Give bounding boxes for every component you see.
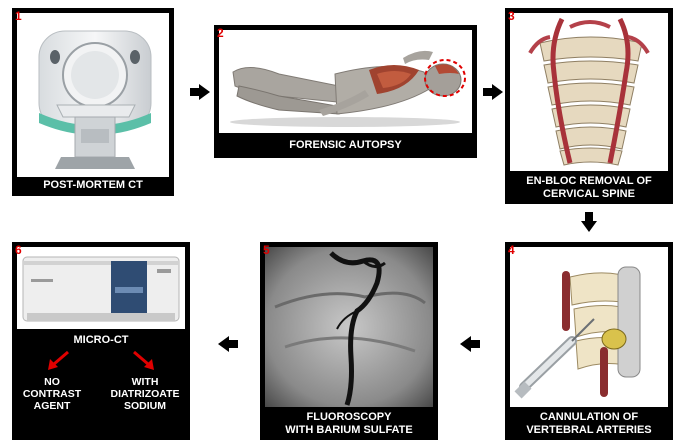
cannulation-image xyxy=(510,247,668,407)
caption-line: FORENSIC AUTOPSY xyxy=(289,139,402,151)
panel-number: 1 xyxy=(15,9,22,23)
panel-3-en-bloc-removal: 3 EN-BLOC REMOVAL OF CERVICAL SPINE xyxy=(505,8,673,204)
panel-number: 3 xyxy=(508,9,515,23)
micro-ct-scanner-image xyxy=(17,247,185,329)
panel-number: 6 xyxy=(15,243,22,257)
option-diatrizoate: WITH DIATRIZOATE SODIUM xyxy=(104,376,186,412)
arrow-left-icon xyxy=(218,336,238,352)
arrow-right-icon xyxy=(483,84,503,100)
option-line: SODIUM xyxy=(124,400,166,412)
caption-line: CERVICAL SPINE xyxy=(543,187,635,200)
ct-scanner-image xyxy=(17,13,169,177)
cervical-spine-image xyxy=(510,13,668,171)
option-line: NO xyxy=(44,376,60,388)
panel-caption: EN-BLOC REMOVAL OF CERVICAL SPINE xyxy=(505,171,673,204)
option-line: CONTRAST xyxy=(22,388,82,400)
option-line: DIATRIZOATE xyxy=(110,388,180,400)
option-line: WITH xyxy=(131,376,159,388)
caption-line: EN-BLOC REMOVAL OF xyxy=(526,174,652,187)
caption-line: POST-MORTEM CT xyxy=(43,178,143,191)
option-line: AGENT xyxy=(33,400,71,412)
panel-2-forensic-autopsy: 2 FORENSIC AUTOPSY xyxy=(214,25,477,158)
panel-number: 4 xyxy=(508,243,515,257)
panel-1-post-mortem-ct: 1 POST-MORTEM CT xyxy=(12,8,174,196)
option-no-contrast: NO CONTRAST AGENT xyxy=(16,376,88,412)
panel-number: 2 xyxy=(217,26,224,40)
panel-6-micro-ct: 6 MICRO-CT NO CONTRAST AGENT WITH DIATRI… xyxy=(12,242,190,440)
panel-caption: POST-MORTEM CT xyxy=(12,174,174,196)
autopsy-body-image xyxy=(219,30,472,133)
panel-number: 5 xyxy=(263,243,270,257)
panel-caption: CANNULATION OF VERTEBRAL ARTERIES xyxy=(505,407,673,440)
branch-arrow-right-icon xyxy=(132,350,156,372)
arrow-right-icon xyxy=(190,84,210,100)
panel-caption: FLUOROSCOPY WITH BARIUM SULFATE xyxy=(260,407,438,440)
panel-caption: FORENSIC AUTOPSY xyxy=(214,133,477,158)
caption-line: VERTEBRAL ARTERIES xyxy=(526,423,652,436)
panel-4-cannulation: 4 CANNULATION OF VERTEBRAL ARTERIES xyxy=(505,242,673,440)
caption-line: FLUOROSCOPY xyxy=(306,410,392,423)
caption-line: CANNULATION OF xyxy=(539,410,639,423)
arrow-left-icon xyxy=(460,336,480,352)
panel-5-fluoroscopy: 5 FLUOROSCOPY WITH BARIUM SULFATE xyxy=(260,242,438,440)
branch-arrow-left-icon xyxy=(46,350,70,372)
caption-line: WITH BARIUM SULFATE xyxy=(285,423,413,436)
micro-ct-caption: MICRO-CT xyxy=(73,334,129,346)
fluoroscopy-image xyxy=(265,247,433,407)
arrow-down-icon xyxy=(581,212,597,232)
